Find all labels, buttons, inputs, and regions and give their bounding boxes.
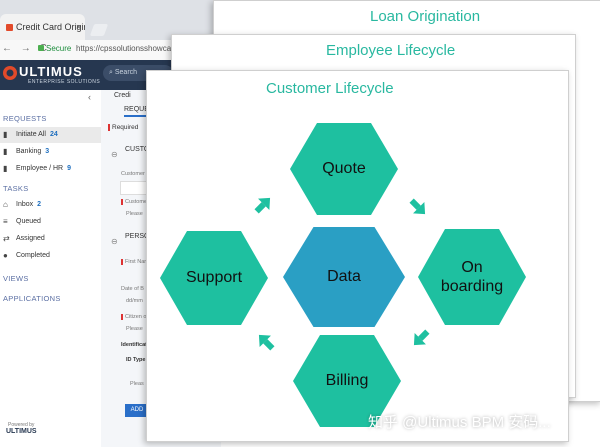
inbox-icon: ⌂: [3, 200, 8, 209]
applications-heading[interactable]: APPLICATIONS: [3, 294, 61, 303]
sidebar-item-assigned[interactable]: ⇄Assigned: [3, 234, 45, 243]
arrow-quote-to-onboarding-icon: [409, 198, 426, 215]
date-input[interactable]: dd/mm: [126, 298, 143, 304]
lock-icon: [38, 45, 44, 51]
arrow-billing-to-support-icon: [258, 334, 275, 351]
app-logo-text: ULTIMUS: [19, 64, 83, 79]
document-icon: ▮: [3, 147, 8, 156]
document-icon: ▮: [3, 130, 8, 139]
add-button[interactable]: ADD: [125, 404, 149, 417]
section-personal: PERSO: [125, 233, 150, 240]
footer-logo: ULTIMUS: [6, 428, 37, 435]
first-name-label: First Nam: [121, 259, 149, 265]
count-badge: 24: [49, 131, 58, 138]
assign-icon: ⇄: [3, 234, 10, 243]
id-type-header: ID Type: [126, 357, 146, 363]
slide-customer-lifecycle: Customer Lifecycle Quote Data Support On…: [146, 70, 569, 442]
id-type-select[interactable]: Pleas: [130, 381, 144, 387]
slide-title-employee: Employee Lifecycle: [326, 42, 456, 59]
arrow-onboarding-to-billing-icon: [413, 329, 430, 346]
sidebar-item-queued[interactable]: ≡Queued: [3, 217, 41, 226]
tab-request[interactable]: REQUE: [124, 106, 149, 117]
watermark: 知乎 @Ultimus BPM 安码...: [368, 414, 551, 431]
nav-buttons[interactable]: ← → C: [2, 43, 50, 54]
slide-title-customer: Customer Lifecycle: [266, 80, 394, 97]
secure-label: Secure: [46, 44, 72, 53]
sidebar: [0, 90, 102, 447]
collapse-section-icon[interactable]: ⊖: [111, 237, 118, 246]
views-heading[interactable]: VIEWS: [3, 274, 29, 283]
citizen-label: Citizen o: [121, 314, 146, 320]
citizen-select[interactable]: Please: [126, 326, 143, 332]
customer-label: Customer: [121, 171, 145, 177]
section-customer: CUSTO: [125, 146, 150, 153]
tasks-heading: TASKS: [3, 184, 29, 193]
check-circle-icon: ●: [3, 251, 8, 260]
required-legend: Required: [108, 124, 138, 131]
hex-support: Support: [160, 231, 268, 325]
sidebar-item-completed[interactable]: ●Completed: [3, 251, 50, 260]
ultimus-logo-icon: [3, 66, 17, 80]
hex-quote: Quote: [290, 123, 398, 215]
favicon-icon: [6, 24, 13, 32]
count-badge: 9: [67, 165, 71, 172]
count-badge: 2: [37, 201, 42, 208]
identification-label: Identificat: [121, 342, 147, 348]
customer-placeholder[interactable]: Please: [126, 211, 143, 217]
hex-data: Data: [283, 227, 405, 327]
powered-by-label: Powered by: [8, 422, 35, 428]
collapse-section-icon[interactable]: ⊖: [111, 150, 118, 159]
browser-tab[interactable]: Credit Card Origination: [0, 14, 85, 40]
collapse-sidebar-button[interactable]: ‹: [88, 92, 91, 102]
tab-close-icon[interactable]: ×: [76, 22, 82, 32]
slide-title-loan: Loan Origination: [370, 8, 481, 25]
browser-tab-title: Credit Card Origination: [16, 22, 85, 32]
document-icon: ▮: [3, 164, 8, 173]
url-text[interactable]: https://cpssolutionsshowcase: [76, 44, 180, 53]
arrow-support-to-quote-icon: [254, 197, 271, 214]
count-badge: 3: [45, 148, 50, 155]
search-placeholder: Search: [114, 69, 138, 76]
app-logo-subtitle: ENTERPRISE SOLUTIONS: [28, 79, 101, 85]
date-of-birth-label: Date of B: [121, 286, 144, 292]
form-breadcrumb: Credi: [114, 92, 131, 99]
stack-icon: ≡: [3, 217, 8, 226]
requests-heading: REQUESTS: [3, 114, 47, 123]
customer-required-label: Custome: [121, 199, 147, 205]
